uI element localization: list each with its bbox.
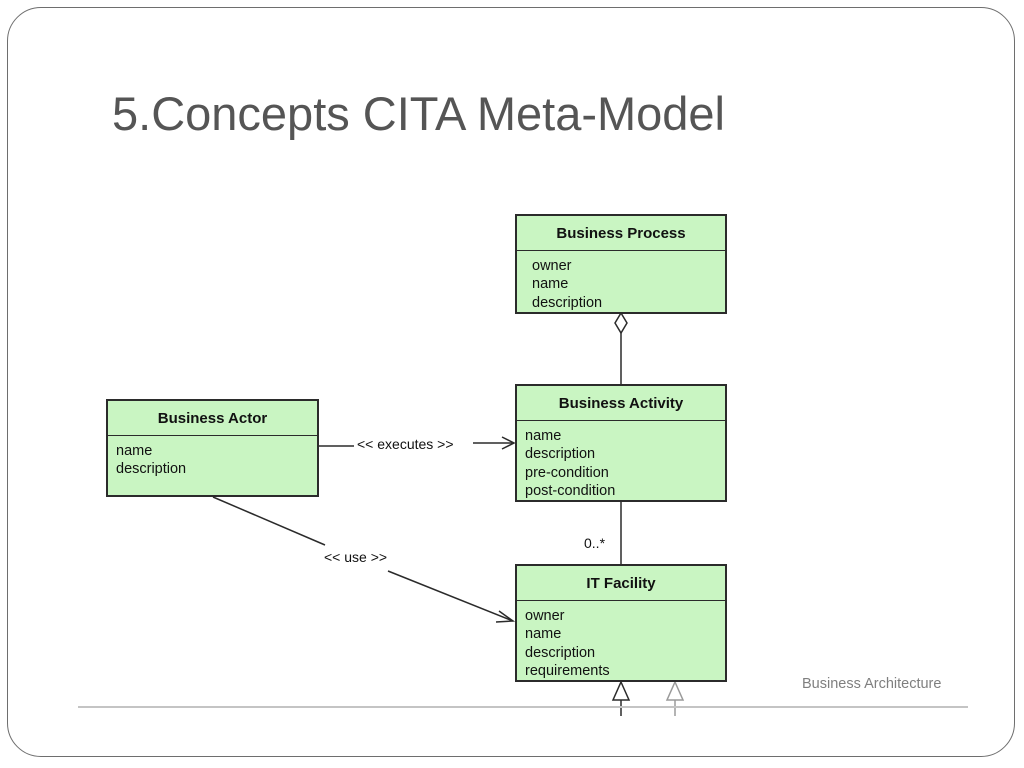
class-name: Business Actor bbox=[108, 401, 317, 436]
attribute: owner bbox=[532, 258, 572, 274]
generalization-triangle-faded bbox=[665, 680, 685, 701]
attribute: pre-condition bbox=[525, 464, 609, 481]
use-line bbox=[212, 496, 326, 546]
it-facility-class[interactable]: IT Facility owner name description requi… bbox=[515, 564, 727, 682]
use-line-2 bbox=[387, 570, 514, 622]
footer-divider bbox=[78, 706, 968, 708]
attribute: post-condition bbox=[525, 482, 616, 499]
footer-text: Business Architecture bbox=[802, 676, 942, 692]
business-actor-class[interactable]: Business Actor name description bbox=[106, 399, 319, 497]
attribute: name bbox=[525, 428, 562, 444]
class-attributes: name description pre-condition post-cond… bbox=[517, 421, 725, 500]
attribute: requirements bbox=[525, 662, 610, 679]
attribute: name bbox=[525, 626, 562, 643]
use-arrowhead bbox=[495, 610, 516, 623]
attribute: description bbox=[525, 644, 596, 661]
attribute: name bbox=[532, 276, 569, 293]
business-activity-class[interactable]: Business Activity name description pre-c… bbox=[515, 384, 727, 502]
attribute: description bbox=[532, 294, 603, 311]
executes-label: << executes >> bbox=[355, 436, 456, 452]
attribute: owner bbox=[525, 608, 565, 624]
class-attributes: name description bbox=[108, 436, 317, 479]
generalization-triangle-solid bbox=[611, 680, 631, 701]
business-process-class[interactable]: Business Process owner name description bbox=[515, 214, 727, 314]
class-attributes: owner name description requirements bbox=[517, 601, 725, 680]
slide-frame bbox=[7, 7, 1015, 757]
attribute: name bbox=[116, 443, 153, 459]
executes-arrowhead bbox=[501, 436, 516, 450]
class-name: IT Facility bbox=[517, 566, 725, 601]
slide-title: 5.Concepts CITA Meta-Model bbox=[112, 87, 725, 140]
attribute: description bbox=[116, 461, 187, 478]
class-name: Business Activity bbox=[517, 386, 725, 421]
class-name: Business Process bbox=[517, 216, 725, 251]
class-attributes: owner name description bbox=[517, 251, 725, 312]
aggregation-diamond bbox=[614, 311, 628, 335]
multiplicity-label: 0..* bbox=[582, 535, 608, 551]
use-label: << use >> bbox=[322, 549, 390, 565]
attribute: description bbox=[525, 446, 596, 463]
